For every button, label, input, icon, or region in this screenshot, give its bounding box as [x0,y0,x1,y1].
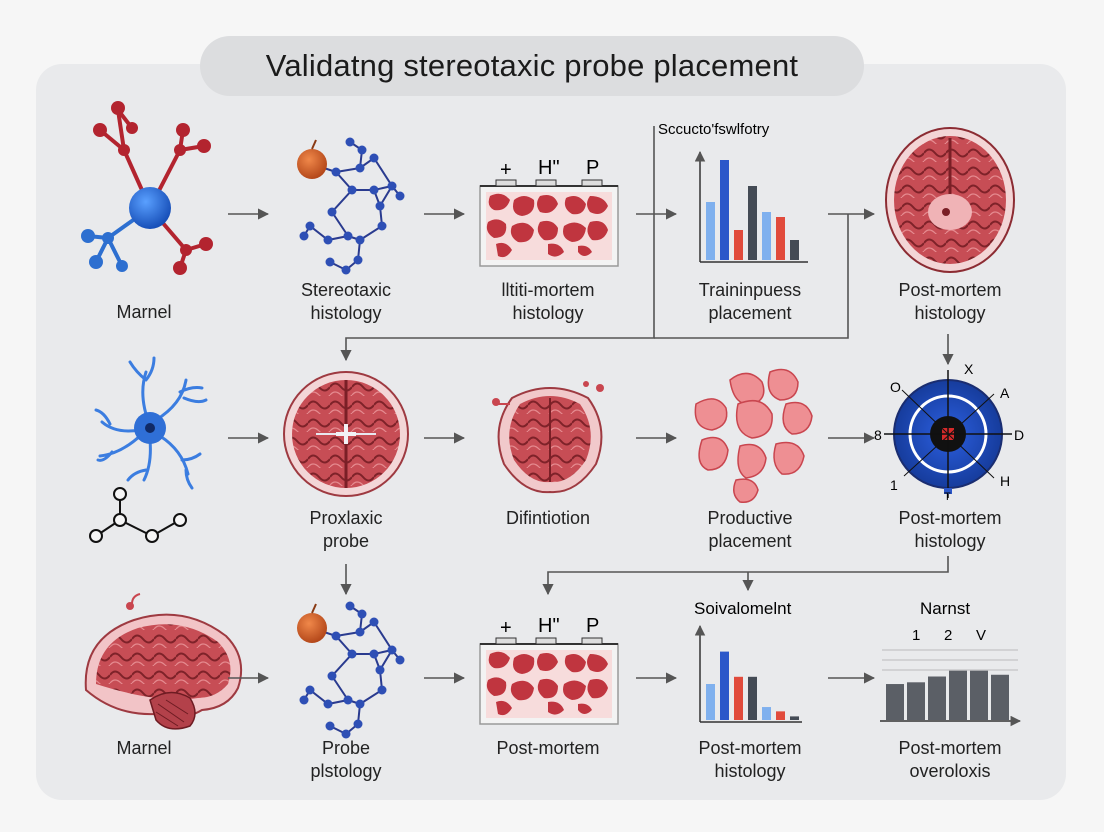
flow-arrows [228,126,954,684]
chart-header: Narnst [920,599,970,618]
bar [734,230,743,260]
step-label: Marnel [116,302,172,322]
cell-cluster-icon [694,368,813,503]
slide-symbol-h: H" [538,615,560,637]
bar [776,217,785,260]
bar [790,240,799,260]
axis-mark-h: H [1000,473,1010,489]
connector-line [654,214,849,339]
axis-mark-a: A [1000,385,1010,401]
slide-symbol-h: H" [538,157,560,179]
step-label: Difintiotion [505,508,591,528]
bar-series-1 [706,160,799,260]
chart-header: Sccucto'fswlfotry [658,121,770,138]
slide-symbol-p: P [586,157,599,179]
bar [970,670,988,720]
tissue-slide-icon: + H" P [479,157,619,267]
bar [907,682,925,720]
tick-label-v: V [976,627,986,644]
brain-slice-icon [492,381,604,494]
step-label: Post-mortem [496,738,600,758]
molecule-icon [81,101,213,275]
brain-sagittal-icon [84,593,242,730]
axis-mark-x: X [964,361,974,377]
bar-chart-icon: Sccucto'fswlfotry [658,121,808,263]
bar [991,674,1009,720]
slide-symbol-plus: + [500,159,512,181]
neuron-icon [94,356,208,490]
chart-header: Soivalomelnt [694,599,792,618]
brain-top-icon [885,127,1015,273]
bar [720,160,729,260]
connector-arrow [340,126,655,362]
bar [748,186,757,260]
bar-chart-icon: Soivalomelnt [694,599,802,723]
bar [949,670,967,720]
axis-mark-o: O [890,379,901,395]
network-icon [297,137,405,275]
tick-label-2: 2 [944,627,952,644]
bar [734,676,743,720]
bar [762,707,771,720]
bar [706,202,715,260]
bar [790,716,799,720]
page-title: Validatng stereotaxic probe placement [200,36,864,96]
network-icon [297,601,405,739]
slide-symbol-plus: + [500,617,512,639]
bar-chart-gray-icon: Narnst 1 2 V [880,599,1022,727]
bar-series-2 [706,651,799,720]
bar [748,676,757,720]
bar [720,651,729,720]
bar [776,711,785,720]
step-label: Marnel [116,738,172,758]
target-icon: X O A 8 D 1 H T [874,361,1024,503]
molecule-small-icon [89,487,187,543]
brain-section-icon [283,371,409,497]
tissue-slide-icon: + H" P [479,615,619,725]
axis-mark-d: D [1014,427,1024,443]
bar [928,676,946,720]
bar [706,684,715,720]
bar [762,212,771,260]
slide-symbol-p: P [586,615,599,637]
bar-series-3 [886,670,1009,720]
axis-mark-8: 8 [874,427,882,443]
bar [886,684,904,720]
axis-mark-1: 1 [890,477,898,493]
tick-label-1: 1 [912,627,920,644]
axis-mark-t: T [944,491,951,503]
